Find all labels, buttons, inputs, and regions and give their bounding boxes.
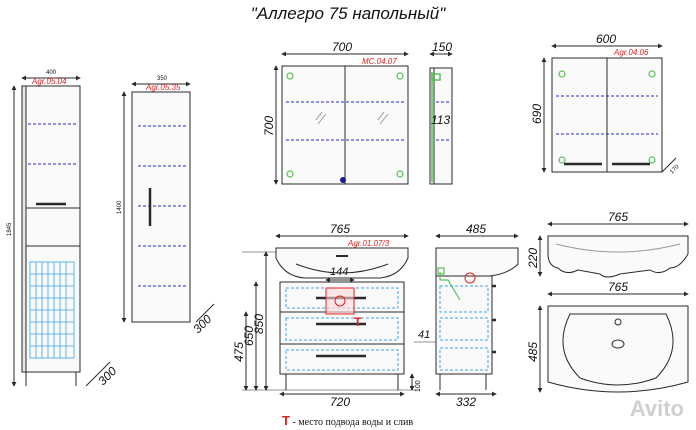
mirror-width: 700 bbox=[332, 40, 352, 54]
pencil-width: 400 bbox=[46, 70, 57, 76]
vanity-marker-width: 144 bbox=[330, 266, 348, 278]
mirror-unit bbox=[273, 51, 453, 185]
pencil-height: 1845 bbox=[7, 222, 13, 236]
wall-cabinet-height: 690 bbox=[530, 104, 544, 124]
vanity-side-view bbox=[414, 233, 519, 397]
water-supply-note: Т - место подвода воды и слив bbox=[282, 413, 413, 428]
vanity-width-top: 765 bbox=[330, 222, 350, 236]
wall-cabinet-width: 600 bbox=[596, 32, 616, 46]
avito-watermark: Avito bbox=[629, 396, 684, 421]
wall-cabinet bbox=[541, 43, 677, 173]
sink-top-depth: 485 bbox=[526, 342, 540, 362]
pencil-cabinet-2 bbox=[121, 81, 215, 323]
sink-top-width: 765 bbox=[608, 280, 628, 294]
vanity-unit bbox=[242, 233, 418, 397]
sink-side-width: 765 bbox=[608, 210, 628, 224]
laundry-basket bbox=[29, 261, 75, 359]
wall-cabinet-code: Agr.04.06 bbox=[613, 48, 649, 57]
mirror-depth: 150 bbox=[432, 40, 452, 54]
vanity-leg-height: 100 bbox=[415, 380, 422, 392]
vanity-height-475: 475 bbox=[232, 342, 246, 362]
side-depth-bottom: 332 bbox=[456, 395, 476, 409]
drawing-title: "Аллегро 75 напольный" bbox=[250, 4, 446, 23]
pencil-cabinet bbox=[11, 75, 111, 387]
sink-side-view bbox=[537, 221, 689, 278]
pencil-side: 300 bbox=[95, 364, 119, 388]
vanity-code: Agr.01.07/3 bbox=[347, 239, 390, 248]
sink-side-height: 220 bbox=[526, 248, 540, 269]
mirror-inner: 113 bbox=[431, 113, 450, 127]
sink-top-view bbox=[537, 291, 689, 393]
pencil2-depth: 300 bbox=[190, 312, 214, 336]
pencil2-code: Agr.05.35 bbox=[145, 83, 181, 92]
wall-cabinet-depth: 170 bbox=[669, 164, 681, 176]
water-supply-mark: Т bbox=[282, 413, 290, 428]
vanity-width-bottom: 720 bbox=[330, 395, 350, 409]
mirror-height: 700 bbox=[262, 116, 276, 136]
mirror-code: MC.04.07 bbox=[362, 57, 397, 66]
side-depth-top: 485 bbox=[466, 222, 486, 236]
pencil2-width: 350 bbox=[157, 76, 168, 82]
vanity-height-650: 650 bbox=[242, 326, 256, 346]
vanity-height-850: 850 bbox=[252, 314, 266, 334]
pencil2-height: 1400 bbox=[117, 200, 123, 214]
vanity-water-mark: Т bbox=[354, 315, 362, 329]
water-supply-text: - место подвода воды и слив bbox=[292, 417, 414, 428]
pencil-code: Agr.05.04 bbox=[31, 77, 67, 86]
side-pipe-height: 41 bbox=[418, 329, 430, 341]
